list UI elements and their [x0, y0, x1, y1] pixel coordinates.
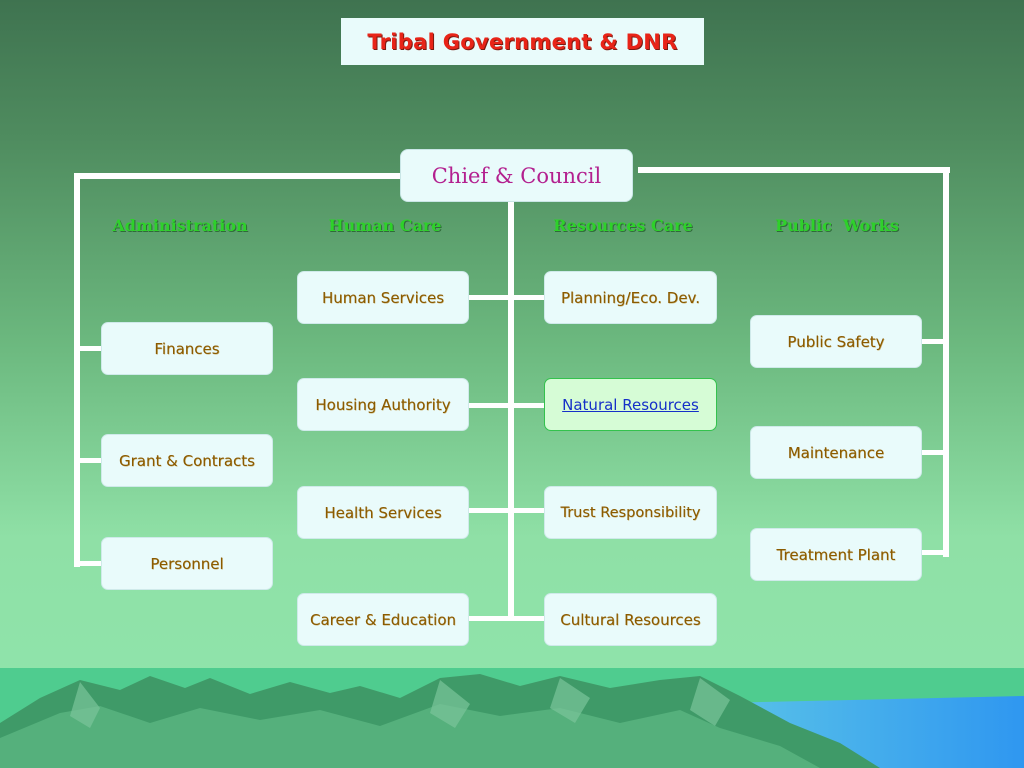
node-cultural-resources[interactable]: Cultural Resources	[544, 593, 717, 646]
node-public-safety[interactable]: Public Safety	[750, 315, 922, 368]
connector-center-4	[469, 616, 545, 621]
mountain-landscape-decoration	[0, 668, 1024, 768]
connector-pw-3	[920, 550, 946, 555]
node-personnel[interactable]: Personnel	[101, 537, 273, 590]
connector-right-vertical	[943, 167, 949, 557]
connector-admin-3	[78, 561, 102, 566]
heading-public-works: Public Works	[775, 216, 899, 235]
node-human-services[interactable]: Human Services	[297, 271, 469, 324]
connector-center-3	[469, 508, 545, 513]
heading-human-care: Human Care	[328, 216, 442, 235]
node-natural-resources-link[interactable]: Natural Resources	[544, 378, 717, 431]
node-career-education[interactable]: Career & Education	[297, 593, 469, 646]
connector-center-2	[469, 403, 545, 408]
slide-title: Tribal Government & DNR	[341, 18, 704, 65]
chief-council-node[interactable]: Chief & Council	[400, 149, 633, 202]
connector-admin-1	[78, 346, 102, 351]
node-treatment-plant[interactable]: Treatment Plant	[750, 528, 922, 581]
heading-resources-care: Resources Care	[553, 216, 693, 235]
connector-top-left	[74, 173, 400, 179]
heading-administration: Administration	[112, 216, 248, 235]
connector-pw-1	[920, 339, 946, 344]
node-planning-eco-dev[interactable]: Planning/Eco. Dev.	[544, 271, 717, 324]
connector-center-vertical	[508, 200, 514, 618]
node-finances[interactable]: Finances	[101, 322, 273, 375]
node-trust-responsibility[interactable]: Trust Responsibility	[544, 486, 717, 539]
node-health-services[interactable]: Health Services	[297, 486, 469, 539]
node-maintenance[interactable]: Maintenance	[750, 426, 922, 479]
connector-admin-2	[78, 458, 102, 463]
connector-pw-2	[920, 450, 946, 455]
connector-top-right	[638, 167, 950, 173]
connector-left-vertical	[74, 173, 80, 567]
node-housing-authority[interactable]: Housing Authority	[297, 378, 469, 431]
connector-center-1	[469, 295, 545, 300]
node-grant-contracts[interactable]: Grant & Contracts	[101, 434, 273, 487]
